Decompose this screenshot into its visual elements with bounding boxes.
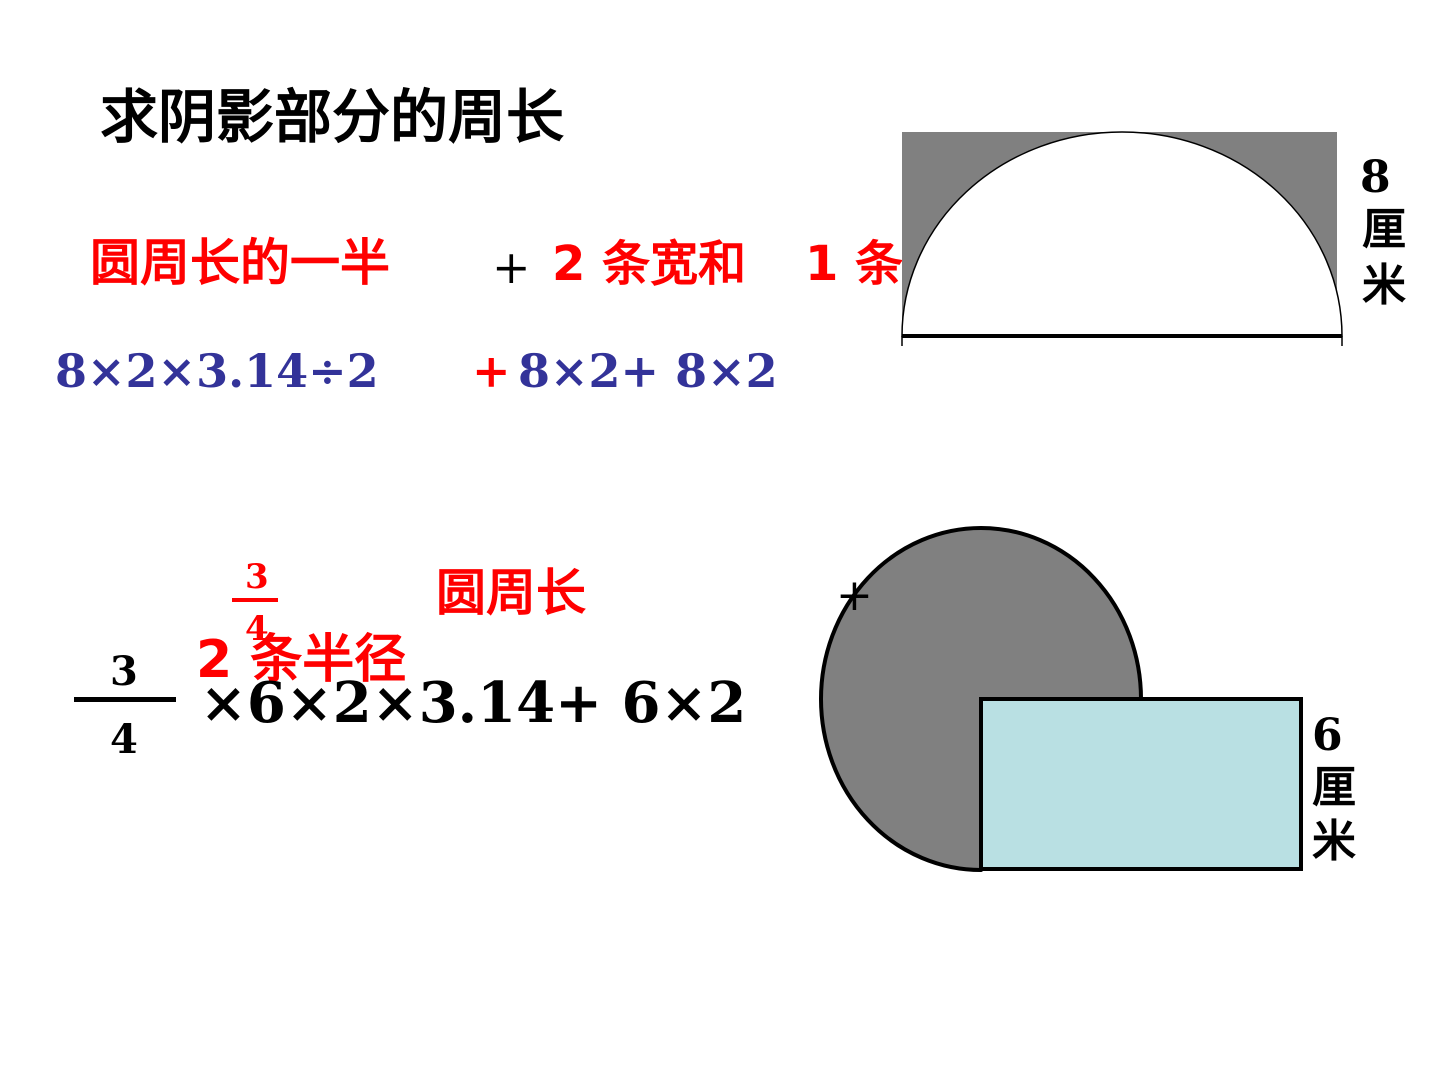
formula-2: ×6×2×3.14+ 6×2 <box>200 670 747 736</box>
formula-1-part2: 8×2+ 8×2 <box>518 344 778 398</box>
blue-rectangle <box>979 697 1303 871</box>
dimension-2-value: 6 <box>1312 710 1343 761</box>
formula-1-part1: 8×2×3.14÷2 <box>55 344 379 398</box>
label-half-circle: 圆周长的一半 <box>90 234 390 292</box>
label-plus-2: + <box>836 570 873 621</box>
label-circumference: 圆周长 <box>436 564 586 622</box>
figure-2 <box>819 526 1303 872</box>
frac-denominator: 4 <box>110 716 138 763</box>
page-title: 求阴影部分的周长 <box>100 83 565 151</box>
dimension-1-unit-2: 米 <box>1362 260 1406 311</box>
dimension-1-unit-1: 厘 <box>1362 204 1406 255</box>
white-semicircle <box>901 131 1343 337</box>
formula-1-plus: + <box>472 344 511 398</box>
dimension-1-value: 8 <box>1360 152 1391 203</box>
frac-red-denominator: 4 <box>245 609 269 649</box>
frac-red-bar <box>232 598 278 602</box>
frac-red-numerator: 3 <box>245 557 269 597</box>
dimension-2-unit-1: 厘 <box>1312 762 1356 813</box>
frac-numerator: 3 <box>110 648 138 695</box>
frac-bar <box>74 697 176 702</box>
dimension-2-unit-2: 米 <box>1312 816 1356 867</box>
label-two-radii: 2 条半径 <box>196 630 407 690</box>
figure-1 <box>901 131 1343 346</box>
label-two-widths: 2 条宽和 <box>552 236 747 292</box>
label-plus-1: + <box>492 240 531 294</box>
shaded-three-quarter-circle <box>819 526 1143 872</box>
